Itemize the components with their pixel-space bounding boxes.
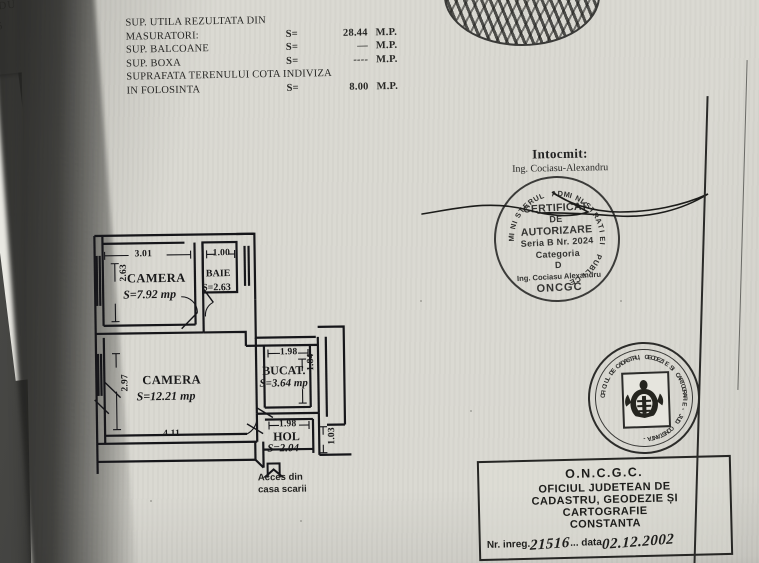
author-name: Ing. Cociasu-Alexandru bbox=[512, 162, 609, 175]
dimension-top-right: 1.00 bbox=[212, 248, 231, 259]
room-name-camera-1: CAMERA bbox=[126, 270, 186, 286]
measurement-eq: S= bbox=[286, 55, 299, 67]
measurement-eq: S= bbox=[285, 28, 298, 40]
date-label: data bbox=[581, 537, 603, 549]
author-title: Intocmit: bbox=[532, 145, 588, 162]
measurement-value: — bbox=[357, 40, 368, 52]
partial-stamp-top bbox=[444, 0, 600, 46]
dimension-left-lower: 2.97 bbox=[120, 374, 131, 392]
room-name-camera-2: CAMERA bbox=[142, 372, 202, 388]
dimension-top-left: 3.01 bbox=[134, 249, 153, 260]
dimension-kitchen-right: 1.84 bbox=[306, 353, 317, 372]
paper-speck bbox=[300, 520, 302, 522]
apartment-floor-plan: CAMERA S=7.92 mp BAIE S=2.63 CAMERA S=12… bbox=[84, 226, 387, 481]
date-value-handwritten: 02.12.2002 bbox=[601, 531, 675, 554]
registration-label: Nr. inreg. bbox=[486, 538, 531, 551]
measurement-label: SUP. BALCOANE bbox=[125, 43, 210, 56]
measurement-value: 8.00 bbox=[349, 81, 369, 93]
coat-of-arms-eagle-icon bbox=[621, 371, 672, 429]
measurement-eq: S= bbox=[286, 82, 299, 94]
paper-speck bbox=[420, 300, 422, 302]
measurements-header: SUP. UTILA REZULTATA DIN MASURATORI: S= … bbox=[125, 11, 426, 98]
measurement-unit: M.P. bbox=[376, 80, 399, 93]
measurement-label: MASURATORI: bbox=[125, 29, 199, 43]
measurement-label: IN FOLOSINTA bbox=[126, 84, 201, 97]
page-edge-line bbox=[737, 60, 748, 390]
measurement-unit: M.P. bbox=[375, 26, 398, 38]
measurement-unit: M.P. bbox=[376, 53, 398, 66]
access-note-line-2: casa scarii bbox=[258, 483, 307, 496]
measurement-value: ---- bbox=[353, 54, 369, 66]
measurement-unit: M.P. bbox=[375, 40, 398, 52]
measurement-value: 28.44 bbox=[342, 26, 368, 39]
registration-line: Nr. inreg.21516... data02.12.2002 bbox=[486, 531, 727, 555]
eagle-crest-svg bbox=[625, 380, 664, 418]
room-area-camera-1: S=7.92 mp bbox=[123, 286, 177, 302]
room-area-camera-2: S=12.21 mp bbox=[136, 388, 196, 404]
room-name-baie: BAIE bbox=[205, 268, 231, 280]
dimension-kitchen-top: 1.98 bbox=[279, 347, 298, 358]
room-area-bucatarie: S=3.64 mp bbox=[259, 376, 308, 390]
measurement-eq: S= bbox=[285, 41, 299, 54]
registration-dots: ... bbox=[570, 537, 579, 549]
access-note-line-1: Acces din bbox=[257, 471, 303, 484]
room-area-hol: S=2.04 bbox=[267, 442, 300, 455]
certificate-stamp-center-text: CERTIFICAT DE AUTORIZARE Seria B Nr. 202… bbox=[494, 200, 621, 298]
paper-speck bbox=[470, 410, 472, 412]
measurement-value bbox=[321, 12, 367, 13]
floor-plan-drawing bbox=[93, 232, 352, 481]
dimension-hol-top: 1.98 bbox=[278, 419, 297, 430]
dimension-left-upper: 2.63 bbox=[118, 264, 129, 282]
paper-speck bbox=[620, 300, 622, 302]
dimension-hol-right: 1.03 bbox=[327, 427, 338, 445]
measurement-label: SUP. BOXA bbox=[126, 57, 182, 70]
access-note: Acces din casa scarii bbox=[258, 472, 307, 497]
registration-number-handwritten: 21516 bbox=[530, 534, 571, 554]
paper-speck bbox=[150, 500, 152, 502]
author-block: Intocmit: Ing. Cociasu-Alexandru bbox=[512, 145, 609, 175]
dimension-bottom: 4.11 bbox=[163, 428, 181, 440]
room-area-baie: S=2.63 bbox=[202, 282, 231, 294]
